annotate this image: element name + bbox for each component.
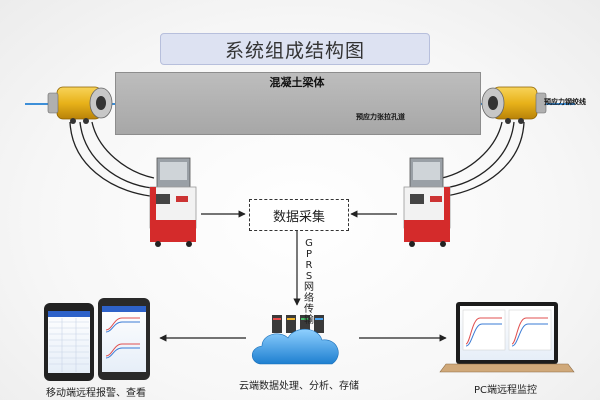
- flow-arrows: [159, 210, 447, 342]
- concrete-beam: [115, 72, 481, 135]
- laptop-icon: [439, 302, 575, 373]
- cloud-caption: 云端数据处理、分析、存储: [239, 381, 359, 392]
- cloud-server-icon: [251, 315, 339, 365]
- right-pump-station-icon: [403, 157, 451, 247]
- pc-caption: PC端远程监控: [474, 385, 538, 396]
- network-transmission-label: GPRS网络传输: [304, 238, 314, 326]
- left-jack-icon: [47, 86, 113, 124]
- diagram-title: 系统组成结构图: [160, 33, 430, 65]
- data-collection-box: 数据采集: [249, 199, 349, 231]
- duct-label: 预应力张拉孔道: [356, 113, 405, 121]
- right-jack-icon: [481, 86, 547, 124]
- mobile-devices-icon: [44, 298, 150, 381]
- hydraulic-hoses: [69, 121, 525, 197]
- strand-label: 预应力钢绞线: [544, 98, 586, 106]
- left-pump-station-icon: [149, 157, 197, 247]
- beam-label: 混凝土梁体: [269, 76, 325, 89]
- mobile-caption: 移动端远程报警、查看: [46, 388, 146, 399]
